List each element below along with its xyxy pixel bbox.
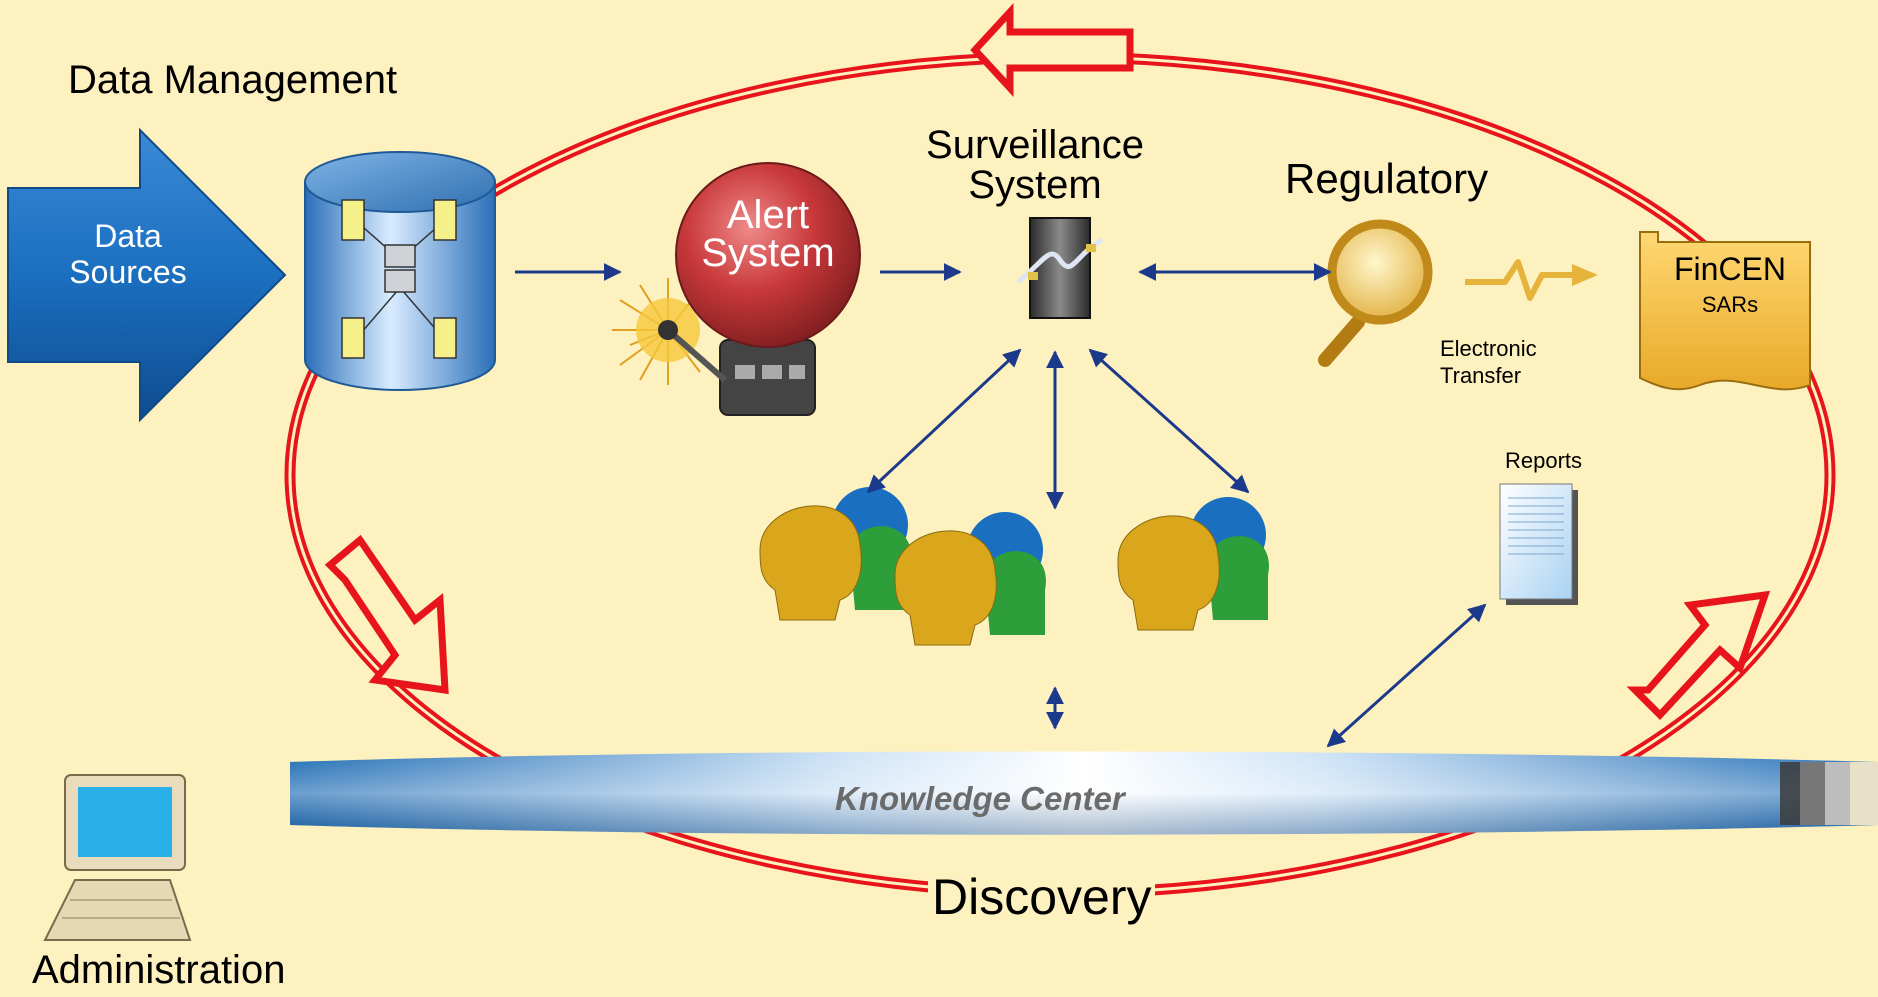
administration-label: Administration: [32, 948, 286, 992]
data-management-label: Data Management: [68, 58, 398, 102]
fincen-line2: SARs: [1701, 292, 1759, 317]
magnifier-icon: [1318, 219, 1433, 367]
discovery-label: Discovery: [928, 868, 1156, 926]
data-sources-line1: Data: [94, 218, 162, 254]
knowledge-center-bar: [290, 751, 1878, 835]
computer-icon: [43, 774, 192, 941]
electronic-line2: Transfer: [1440, 363, 1522, 388]
alarm-icon: [612, 162, 861, 416]
surveillance-line2: System: [968, 163, 1102, 207]
alert-system-line2: System: [701, 231, 835, 275]
data-sources-label: Data Sources: [48, 218, 208, 290]
document-icon: [1639, 231, 1811, 391]
fincen-label: FinCEN SARs: [1660, 250, 1800, 322]
people-icon: [759, 487, 1269, 646]
knowledge-center-label: Knowledge Center: [835, 780, 1125, 817]
reports-label: Reports: [1505, 448, 1583, 473]
data-sources-line2: Sources: [69, 254, 187, 290]
cycle-arrow-left-icon: [324, 534, 449, 695]
surveillance-line1: Surveillance: [926, 123, 1144, 167]
electronic-line1: Electronic: [1440, 336, 1537, 361]
data-sources-arrow-icon: [7, 127, 287, 423]
surveillance-system-label: Surveillance System: [920, 125, 1150, 205]
alert-system-label: Alert System: [683, 193, 853, 275]
cycle-arrow-right-icon: [1626, 590, 1771, 721]
report-icon: [1499, 483, 1578, 605]
regulatory-label: Regulatory: [1285, 155, 1489, 202]
cycle-arrow-top-icon: [970, 3, 1134, 97]
lightning-arrow-icon: [1465, 259, 1598, 301]
switch-icon: [1016, 217, 1104, 319]
electronic-transfer-label: Electronic Transfer: [1440, 335, 1537, 389]
alert-system-line1: Alert: [726, 193, 810, 237]
database-icon: [304, 151, 496, 391]
fincen-line1: FinCEN: [1673, 251, 1786, 287]
flow-connectors: [515, 263, 1487, 748]
